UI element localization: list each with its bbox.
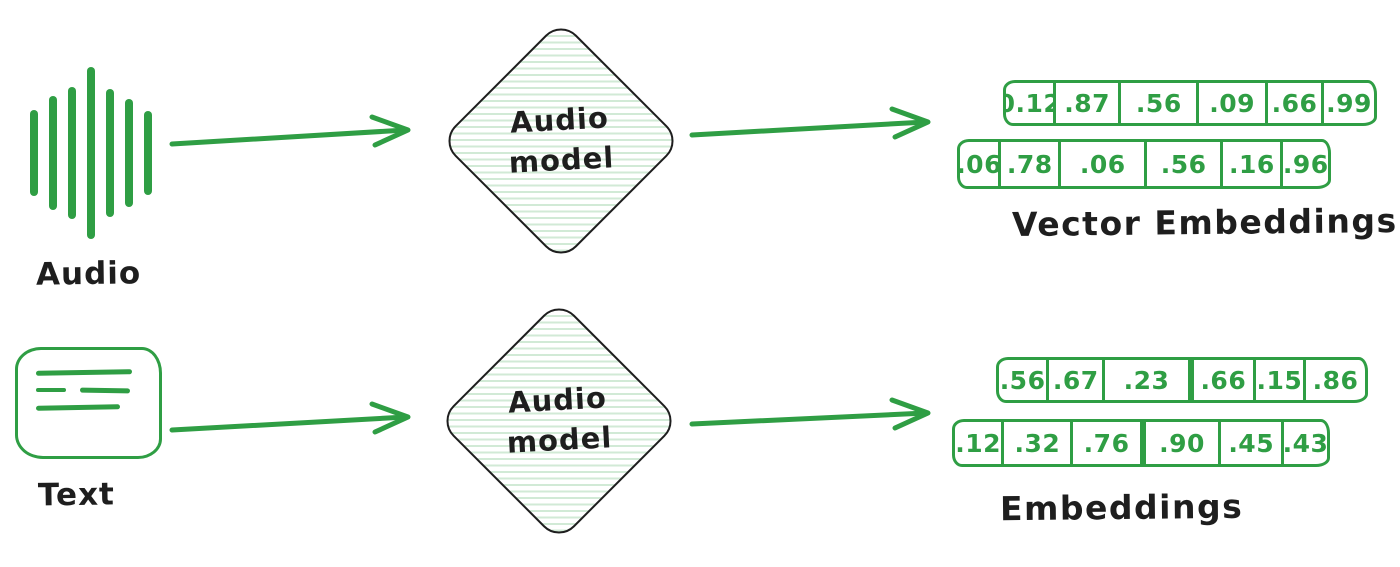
vector-cell: .87: [1056, 83, 1122, 123]
doc-line-segment: [36, 387, 66, 392]
vector-cell: .43: [1283, 428, 1327, 458]
vector-cell: .99: [1326, 88, 1372, 118]
waveform-bar: [87, 67, 95, 239]
vector-cell: .76: [1073, 422, 1146, 464]
vector-cell: .23: [1105, 360, 1194, 400]
vector-cell: .32: [1004, 422, 1074, 464]
model-label: Audio model: [432, 12, 689, 269]
vector-embeddings-caption: Vector Embeddings: [1011, 200, 1398, 245]
waveform-bar: [144, 111, 152, 195]
vector-cell: .86: [1312, 365, 1359, 395]
vector-cell: 0.12: [1006, 83, 1056, 123]
waveform-bar: [106, 89, 114, 217]
vector-cell: .09: [1199, 83, 1268, 123]
doc-line-segment: [79, 387, 131, 393]
audio-model-node: Audio model: [438, 18, 683, 263]
model-label-line1: Audio: [509, 100, 610, 140]
model-label: Audio model: [430, 292, 687, 549]
vector-cell: .90: [1146, 422, 1222, 464]
text-model-node: Audio model: [436, 298, 681, 543]
vector-cell: .06: [1061, 142, 1148, 186]
doc-line: [35, 404, 121, 411]
vector-cell: .12: [955, 422, 1005, 464]
waveform-bar: [68, 87, 76, 219]
text-document-icon: [15, 347, 162, 459]
model-label-line1: Audio: [507, 380, 608, 420]
waveform-bar: [49, 96, 57, 210]
arrow-model-to-embeddings: [689, 106, 931, 140]
text-vector-row-1: .56 .67 .23 .66 .15 .86: [996, 357, 1368, 403]
audio-vector-row-2: .06 .78 .06 .56 .16 .96: [957, 139, 1331, 189]
waveform-bar: [30, 110, 38, 196]
embeddings-caption: Embeddings: [999, 486, 1244, 529]
doc-line: [35, 369, 133, 376]
arrow-model-to-embeddings-2: [689, 397, 931, 431]
vector-cell: .78: [1001, 142, 1062, 186]
text-vector-row-2: .12 .32 .76 .90 .45 .43: [952, 419, 1330, 467]
vector-cell: .66: [1194, 360, 1256, 400]
audio-vector-row-1: 0.12 .87 .56 .09 .66 .99: [1003, 80, 1377, 126]
vector-cell: .56: [999, 360, 1050, 400]
arrow-audio-to-model: [169, 114, 411, 148]
vector-cell: .45: [1221, 422, 1284, 464]
vector-cell: .15: [1256, 360, 1307, 400]
vector-cell: .56: [1147, 142, 1224, 186]
vector-cell: .66: [1268, 83, 1325, 123]
audio-input-label: Audio: [35, 255, 142, 293]
text-input-label: Text: [37, 476, 116, 514]
model-label-line2: model: [507, 139, 616, 180]
vector-cell: .56: [1121, 83, 1200, 123]
vector-cell: .16: [1223, 142, 1284, 186]
model-label-line2: model: [505, 419, 614, 460]
vector-cell: .96: [1283, 149, 1328, 179]
waveform-bar: [125, 99, 133, 207]
doc-line: [36, 387, 141, 393]
audio-waveform-icon: [30, 62, 152, 244]
vector-cell: .67: [1049, 360, 1106, 400]
vector-cell: .06: [960, 142, 1002, 186]
arrow-text-to-model: [169, 401, 411, 435]
